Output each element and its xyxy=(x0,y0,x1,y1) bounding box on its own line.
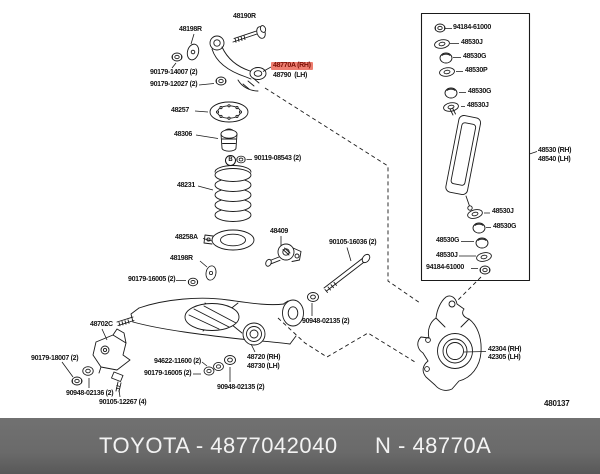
upper-link-drawing xyxy=(232,25,267,43)
part-label[interactable]: 48257 xyxy=(171,107,189,114)
part-label[interactable]: 90948-02135 (2) xyxy=(217,384,265,391)
shock-absorber-kit-drawing xyxy=(420,12,531,282)
part-label[interactable]: 48190R xyxy=(233,13,256,20)
part-label[interactable]: 48409 xyxy=(270,228,288,235)
part-label[interactable]: 48530G xyxy=(463,53,487,60)
part-label[interactable]: 48530J xyxy=(436,252,458,259)
part-label-highlighted[interactable]: 48770A (RH) xyxy=(271,62,313,70)
part-label[interactable]: 48530G xyxy=(468,88,492,95)
part-label[interactable]: 48530 (RH) xyxy=(538,147,572,154)
part-label[interactable]: 48198R xyxy=(170,255,193,262)
part-label[interactable]: 48720 (RH) xyxy=(247,354,281,361)
part-label[interactable]: 48530J xyxy=(492,208,514,215)
part-label[interactable]: 90179-14007 (2) xyxy=(150,69,198,76)
part-label[interactable]: 48730 (LH) xyxy=(247,363,280,370)
spring-seat-drawing xyxy=(209,101,249,164)
dashed-reference-lines xyxy=(264,87,482,363)
lower-spring-seat-drawing xyxy=(187,229,255,287)
part-label[interactable]: 48306 xyxy=(174,131,192,138)
drawing-number: 480137 xyxy=(544,399,570,408)
part-label[interactable]: 48198R xyxy=(179,26,202,33)
camber-bolt-drawing xyxy=(323,253,371,293)
footer-banner: TOYOTA - 4877042040 N - 48770A xyxy=(0,418,600,474)
part-label[interactable]: 90179-12027 (2) xyxy=(150,81,198,88)
part-label[interactable]: 90179-16005 (2) xyxy=(144,370,192,377)
leader-lines xyxy=(61,28,538,398)
part-label[interactable]: 90179-18007 (2) xyxy=(31,355,79,362)
upper-control-arm-drawing xyxy=(171,35,267,92)
part-label[interactable]: 90105-16036 (2) xyxy=(329,239,377,246)
part-label[interactable]: 90179-16005 (2) xyxy=(128,276,176,283)
part-label[interactable]: 48231 xyxy=(177,182,195,189)
part-label[interactable]: 48702C xyxy=(90,321,113,328)
steering-knuckle-drawing xyxy=(417,295,482,391)
part-label[interactable]: 90948-02136 (2) xyxy=(66,390,114,397)
part-label[interactable]: 48530P xyxy=(465,67,488,74)
part-label[interactable]: 48540 (LH) xyxy=(538,156,571,163)
part-label[interactable]: 90119-08543 (2) xyxy=(254,155,301,162)
part-label[interactable]: 90105-12267 (4) xyxy=(99,399,147,406)
part-label[interactable]: 48530J xyxy=(461,39,483,46)
part-label[interactable]: 48258A xyxy=(175,234,198,241)
part-label[interactable]: 94622-11600 (2) xyxy=(154,358,201,365)
part-label[interactable]: 90948-02135 (2) xyxy=(302,318,350,325)
part-label[interactable]: 42304 (RH) xyxy=(488,346,522,353)
footer-part-code: N - 48770A xyxy=(375,433,492,458)
part-labels-layer: 48190R 48198R 90179-14007 (2) 90179-12027 (… xyxy=(31,13,572,406)
lower-control-arm-drawing xyxy=(116,297,304,346)
part-label[interactable]: 94184-61000 xyxy=(453,24,491,31)
part-label[interactable]: 48530J xyxy=(467,102,489,109)
diagram-line-art xyxy=(61,12,538,398)
footer-part-number: TOYOTA - 4877042040 xyxy=(99,433,338,458)
coil-spring-drawing xyxy=(214,165,252,222)
part-label[interactable]: 48530G xyxy=(493,223,517,230)
part-label[interactable]: 42305 (LH) xyxy=(488,354,521,361)
part-label[interactable]: 94184-61000 xyxy=(426,264,464,271)
view-marker-b[interactable]: B xyxy=(225,155,236,166)
part-label[interactable]: 48790 (LH) xyxy=(273,72,308,79)
link-48409-drawing xyxy=(265,243,302,267)
part-label[interactable]: 48530G xyxy=(436,237,460,244)
